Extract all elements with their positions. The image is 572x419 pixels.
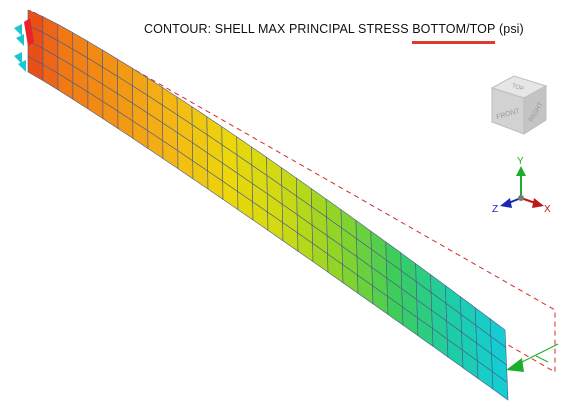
title-prefix: CONTOUR: SHELL MAX PRINCIPAL STRESS (144, 22, 413, 36)
triad-z-label: Z (492, 204, 498, 215)
fixed-constraint-icon (14, 18, 34, 72)
view-cube-top-label: TOP (511, 83, 525, 93)
title-highlight-text: BOTTOM/TOP (412, 22, 496, 36)
contour-title: CONTOUR: SHELL MAX PRINCIPAL STRESS BOTT… (144, 22, 524, 44)
title-suffix: (psi) (495, 22, 524, 36)
deformed-shell-mesh (27, 9, 509, 401)
title-highlight: BOTTOM/TOP (412, 22, 496, 44)
title-underline (412, 41, 496, 44)
view-cube-right-face[interactable] (523, 85, 547, 135)
z-axis-cone-icon (500, 198, 512, 208)
triad-x-label: X (544, 204, 551, 215)
triad-y-label: Y (517, 156, 524, 167)
view-cube[interactable]: TOP FRONT RIGHT (488, 72, 550, 136)
axis-triad: Y X Z (486, 152, 556, 218)
x-axis-cone-icon (532, 198, 544, 208)
mesh-element (491, 370, 509, 401)
load-arrow-icon (506, 343, 559, 372)
triad-origin-icon (518, 195, 524, 201)
y-axis-cone-icon (516, 166, 526, 176)
